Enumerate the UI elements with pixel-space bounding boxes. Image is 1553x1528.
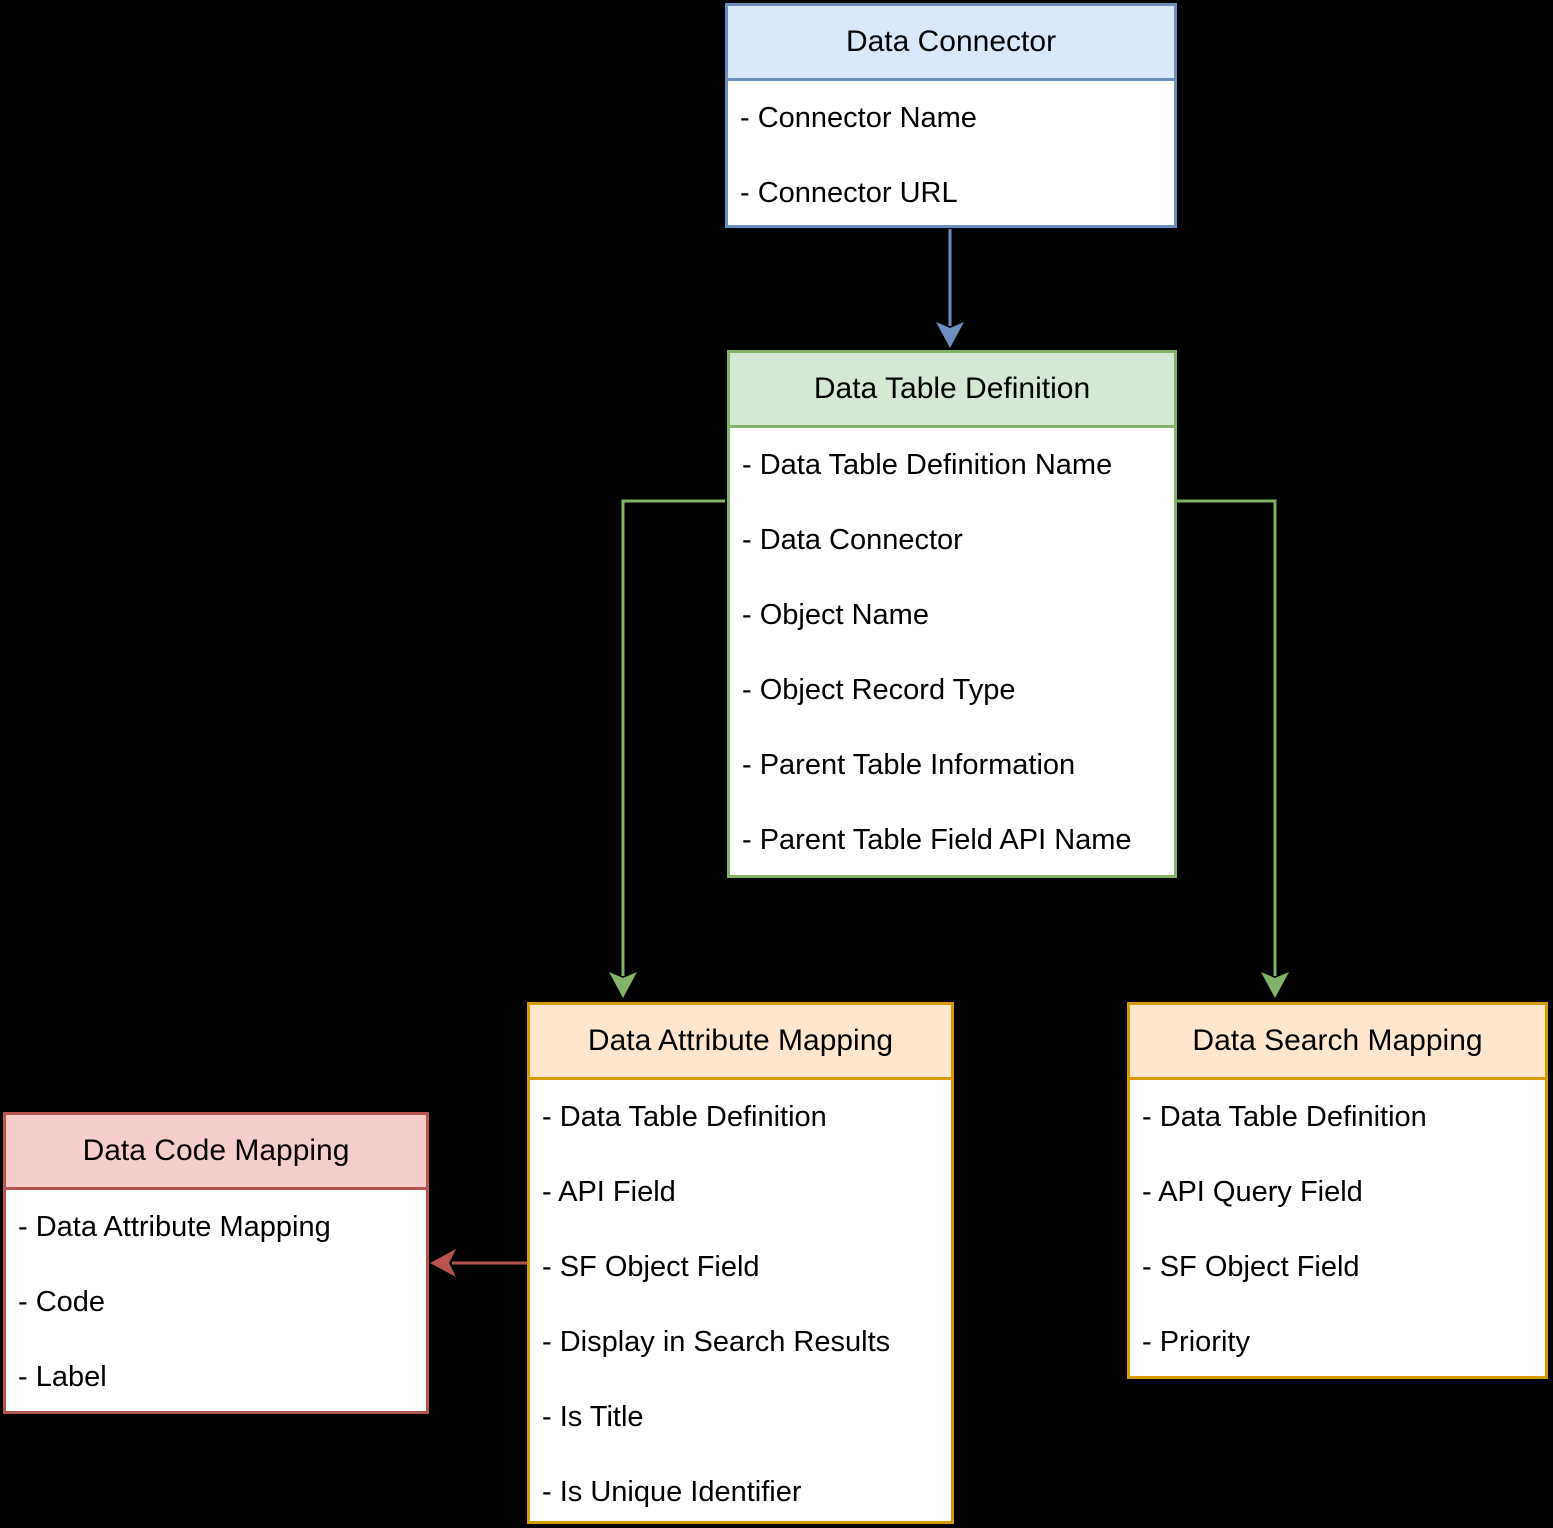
entity-field: - API Query Field <box>1142 1176 1363 1208</box>
entity-field: - Connector URL <box>740 177 958 209</box>
entity-data-table-definition-fields: - Data Table Definition Name - Data Conn… <box>730 428 1174 875</box>
entity-data-search-mapping-title: Data Search Mapping <box>1130 1005 1545 1080</box>
entity-field: - API Field <box>542 1176 676 1208</box>
entity-data-code-mapping-title: Data Code Mapping <box>6 1115 426 1190</box>
entity-field: - Object Name <box>742 599 929 631</box>
entity-field: - Parent Table Field API Name <box>742 824 1132 856</box>
entity-data-connector: Data Connector - Connector Name - Connec… <box>725 3 1177 228</box>
entity-data-search-mapping: Data Search Mapping - Data Table Definit… <box>1127 1002 1548 1379</box>
entity-field: - SF Object Field <box>1142 1251 1360 1283</box>
entity-field: - SF Object Field <box>542 1251 760 1283</box>
entity-field: - Is Title <box>542 1401 644 1433</box>
entity-field: - Code <box>18 1286 106 1318</box>
entity-data-code-mapping: Data Code Mapping - Data Attribute Mappi… <box>3 1112 429 1414</box>
entity-field: - Is Unique Identifier <box>542 1476 802 1508</box>
entity-field: - Data Table Definition <box>542 1101 827 1133</box>
entity-field: - Data Table Definition <box>1142 1101 1427 1133</box>
entity-field: - Display in Search Results <box>542 1326 891 1358</box>
entity-field: - Data Table Definition Name <box>742 449 1113 481</box>
entity-field: - Priority <box>1142 1326 1250 1358</box>
arrow-data-connector-to-data-table-definition <box>936 229 964 348</box>
entity-field: - Data Connector <box>742 524 963 556</box>
entity-data-code-mapping-fields: - Data Attribute Mapping - Code - Label <box>6 1190 426 1411</box>
entity-field: - Data Attribute Mapping <box>18 1211 331 1243</box>
entity-data-connector-title: Data Connector <box>728 6 1174 81</box>
entity-data-table-definition: Data Table Definition - Data Table Defin… <box>727 350 1177 878</box>
arrow-data-table-definition-to-data-attribute-mapping <box>609 499 725 998</box>
entity-data-connector-fields: - Connector Name - Connector URL <box>728 81 1174 225</box>
entity-data-attribute-mapping-fields: - Data Table Definition - API Field - SF… <box>530 1080 951 1521</box>
entity-data-attribute-mapping-title: Data Attribute Mapping <box>530 1005 951 1080</box>
entity-data-search-mapping-fields: - Data Table Definition - API Query Fiel… <box>1130 1080 1545 1376</box>
entity-field: - Parent Table Information <box>742 749 1076 781</box>
entity-field: - Connector Name <box>740 102 977 134</box>
arrow-data-attribute-mapping-to-data-code-mapping <box>430 1249 527 1277</box>
entity-data-table-definition-title: Data Table Definition <box>730 353 1174 428</box>
entity-field: - Object Record Type <box>742 674 1016 706</box>
arrow-data-table-definition-to-data-search-mapping <box>1176 499 1289 998</box>
entity-data-attribute-mapping: Data Attribute Mapping - Data Table Defi… <box>527 1002 954 1524</box>
entity-field: - Label <box>18 1361 107 1393</box>
